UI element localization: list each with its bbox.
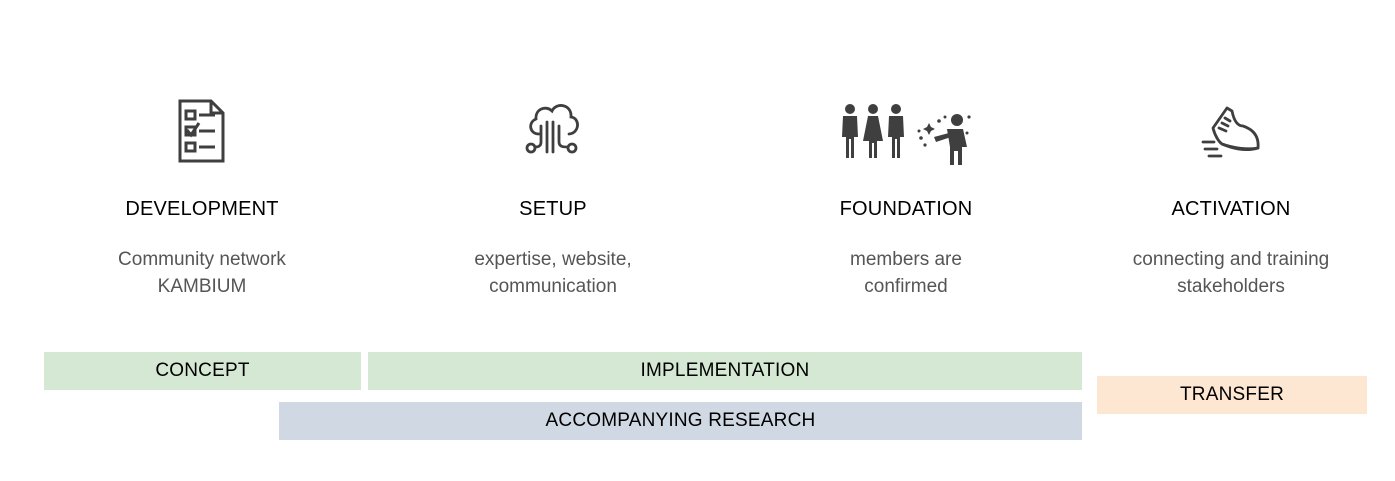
stage-title: SETUP	[519, 198, 587, 220]
stage-description: Community network KAMBIUM	[118, 249, 286, 297]
stage-description: members are confirmed	[850, 249, 962, 297]
stage-setup: SETUP expertise, website, communication	[403, 0, 703, 320]
stage-description: expertise, website, communication	[474, 249, 632, 297]
phase-label: TRANSFER	[1180, 384, 1284, 405]
stage-title: ACTIVATION	[1171, 198, 1291, 220]
phase-bar-implementation: IMPLEMENTATION	[368, 352, 1082, 390]
stage-title: FOUNDATION	[839, 198, 973, 220]
stage-description: connecting and training stakeholders	[1132, 249, 1330, 297]
stage-foundation: FOUNDATION members are confirmed	[756, 0, 1056, 320]
phase-bar-accompanying-research: ACCOMPANYING RESEARCH	[279, 402, 1082, 440]
checklist-icon	[177, 98, 227, 169]
people-celebration-icon	[839, 103, 973, 172]
phase-label: CONCEPT	[155, 360, 250, 381]
stage-development: DEVELOPMENT Community network KAMBIUM	[52, 0, 352, 320]
cloud-network-icon	[525, 100, 581, 165]
phase-label: IMPLEMENTATION	[640, 360, 810, 381]
phase-bar-transfer: TRANSFER	[1097, 376, 1367, 414]
stage-activation: ACTIVATION connecting and training stake…	[1081, 0, 1381, 320]
running-shoe-icon	[1201, 104, 1261, 165]
phase-bar-concept: CONCEPT	[44, 352, 361, 390]
phase-label: ACCOMPANYING RESEARCH	[545, 410, 816, 431]
stage-title: DEVELOPMENT	[125, 198, 279, 220]
